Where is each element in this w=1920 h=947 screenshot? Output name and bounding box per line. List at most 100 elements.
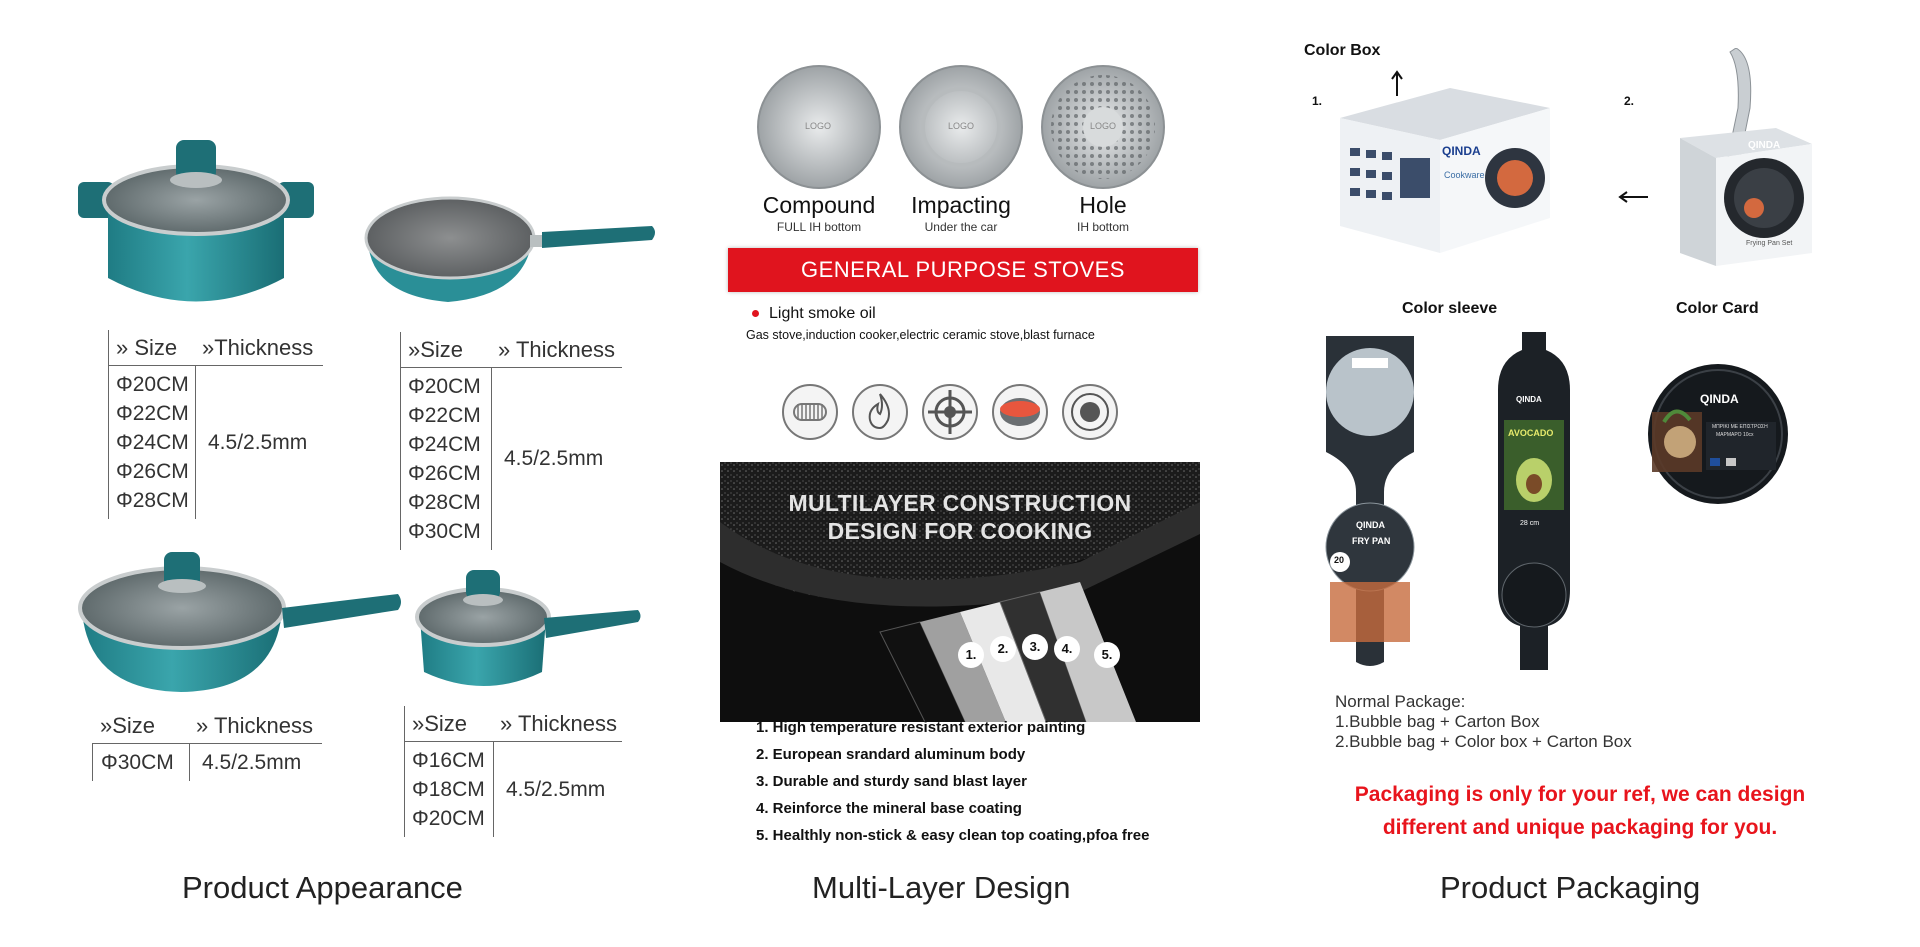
electric-hob-icon: [1062, 384, 1118, 440]
color-card-brand: QINDA: [1700, 392, 1739, 406]
milk-pan-image: [415, 570, 641, 686]
ceramic-plate-icon: [992, 384, 1048, 440]
sleeve-2-brand: QINDA: [1516, 395, 1542, 404]
option-number: 2.: [1624, 94, 1635, 108]
disc-logo: LOGO: [805, 121, 832, 131]
oil-note: Light smoke oil: [752, 305, 876, 323]
packaging-note-line-1: Packaging is only for your ref, we can d…: [1354, 783, 1806, 806]
pan-layers-diagram: [720, 462, 1200, 722]
red-bullet-icon: [752, 310, 759, 318]
sleeve-avocado-text: AVOCADO: [1508, 428, 1554, 438]
size-value: Φ30CM: [101, 751, 174, 774]
size-header: »Size: [100, 713, 156, 738]
color-box-text: Cookware: [1444, 170, 1485, 180]
normal-package-title: Normal Package:: [1335, 692, 1466, 711]
panel-title-line-1: MULTILAYER CONSTRUCTION: [788, 490, 1132, 516]
stove-types-text: Gas stove,induction cooker,electric cera…: [746, 328, 1095, 342]
spec-table-milk-pan: »Size » Thickness Φ16CM Φ18CM Φ20CM 4.5/…: [404, 706, 622, 837]
normal-package-line: 1.Bubble bag + Carton Box: [1335, 712, 1540, 731]
impacting-bottom-image: [899, 65, 1023, 189]
feature-item: 4. Reinforce the mineral base coating: [756, 800, 1022, 817]
option-number: 1.: [1312, 94, 1323, 108]
bottom-title: Compound: [762, 192, 876, 218]
casserole-pot-image: [78, 140, 314, 302]
induction-coil-icon: [782, 384, 838, 440]
sleeve-size-2: 28 cm: [1520, 520, 1540, 527]
size-value: Φ28CM: [116, 489, 189, 512]
layer-number: 2.: [990, 636, 1016, 662]
thickness-value: 4.5/2.5mm: [504, 447, 604, 470]
flame-icon: [852, 384, 908, 440]
size-header: »Size: [408, 337, 464, 362]
size-value: Φ24CM: [408, 433, 481, 456]
pan-box-text: Frying Pan Set: [1746, 240, 1793, 247]
saute-pan-image: [78, 552, 401, 692]
size-value: Φ20CM: [116, 373, 189, 396]
size-value: Φ22CM: [408, 404, 481, 427]
oil-note-text: Light smoke oil: [769, 305, 876, 322]
color-card-text-2: ΜΑΡΜΑΡΟ 10cx: [1716, 432, 1754, 438]
color-box-brand: QINDA: [1442, 144, 1481, 158]
fry-pan-image: [364, 196, 655, 302]
size-header: »Size: [412, 711, 468, 736]
feature-list: 1. High temperature resistant exterior p…: [756, 714, 1149, 849]
layer-number: 4.: [1054, 636, 1080, 662]
packaging-note-line-2: different and unique packaging for you.: [1382, 816, 1778, 839]
pan-box-brand: QINDA: [1748, 140, 1781, 151]
packaging-note: Packaging is only for your ref, we can d…: [1320, 778, 1840, 844]
color-sleeve-1-image: [1325, 336, 1415, 666]
spec-table-saute-pan: »Size » Thickness Φ30CM 4.5/2.5mm: [92, 708, 322, 781]
arrow-up-icon: [1391, 70, 1403, 96]
disc-logo: LOGO: [948, 121, 975, 131]
size-list: Φ30CM: [92, 744, 190, 781]
general-purpose-stoves-banner: GENERAL PURPOSE STOVES: [728, 248, 1198, 292]
spec-table-casserole: » Size »Thickness Φ20CM Φ22CM Φ24CM Φ26C…: [108, 330, 323, 519]
product-packaging-caption: Product Packaging: [1440, 870, 1701, 905]
hole-bottom-image: [1041, 65, 1165, 189]
product-appearance-caption: Product Appearance: [182, 870, 463, 905]
size-header: » Size: [116, 335, 178, 360]
color-card-label: Color Card: [1676, 300, 1759, 317]
size-list: Φ16CM Φ18CM Φ20CM: [404, 742, 494, 837]
gas-burner-icon: [922, 384, 978, 440]
multilayer-construction-panel: MULTILAYER CONSTRUCTION DESIGN FOR COOKI…: [720, 462, 1200, 722]
thickness-value: 4.5/2.5mm: [202, 750, 302, 774]
compound-bottom-image: [757, 65, 881, 189]
color-card-text-1: ΜΠΡΙΚΙ ΜΕ ΕΠΙΣΤΡΩΣΗ: [1712, 424, 1768, 430]
color-sleeve-label: Color sleeve: [1402, 300, 1498, 317]
bottom-title: Hole: [1079, 192, 1127, 218]
panel-title-line-2: DESIGN FOR COOKING: [827, 518, 1093, 544]
feature-item: 5. Healthly non-stick & easy clean top c…: [756, 827, 1150, 844]
size-value: Φ16CM: [412, 749, 485, 772]
thickness-header: » Thickness: [500, 711, 617, 736]
size-value: Φ20CM: [412, 807, 485, 830]
disc-logo: LOGO: [1090, 121, 1117, 131]
color-box-image: [1340, 88, 1550, 253]
layer-number: 3.: [1022, 634, 1048, 660]
spec-table-fry-pan: »Size » Thickness Φ20CM Φ22CM Φ24CM Φ26C…: [400, 332, 622, 550]
sleeve-fry-pan-text: FRY PAN: [1352, 536, 1391, 546]
thickness-header: »Thickness: [202, 335, 314, 360]
size-value: Φ18CM: [412, 778, 485, 801]
thickness-header: » Thickness: [498, 337, 615, 362]
size-list: Φ20CM Φ22CM Φ24CM Φ26CM Φ28CM: [108, 366, 196, 519]
sleeve-brand: QINDA: [1356, 520, 1385, 530]
layer-number: 5.: [1094, 642, 1120, 668]
size-value: Φ20CM: [408, 375, 481, 398]
frying-pan-box-image: [1680, 48, 1812, 266]
feature-item: 1. High temperature resistant exterior p…: [756, 719, 1086, 736]
layer-number: 1.: [958, 642, 984, 668]
multi-layer-design-caption: Multi-Layer Design: [812, 870, 1071, 905]
size-value: Φ28CM: [408, 491, 481, 514]
size-value: Φ26CM: [408, 462, 481, 485]
size-list: Φ20CM Φ22CM Φ24CM Φ26CM Φ28CM Φ30CM: [400, 368, 492, 550]
bottom-subtitle: Under the car: [924, 220, 998, 234]
bottom-subtitle: IH bottom: [1076, 220, 1130, 234]
color-box-label: Color Box: [1304, 42, 1381, 59]
feature-item: 3. Durable and sturdy sand blast layer: [756, 773, 1027, 790]
feature-item: 2. European srandard aluminum body: [756, 746, 1026, 763]
thickness-header: » Thickness: [196, 713, 313, 738]
color-sleeve-2-image: [1498, 332, 1570, 670]
size-value: Φ22CM: [116, 402, 189, 425]
normal-package-info: Normal Package: 1.Bubble bag + Carton Bo…: [1335, 692, 1632, 752]
